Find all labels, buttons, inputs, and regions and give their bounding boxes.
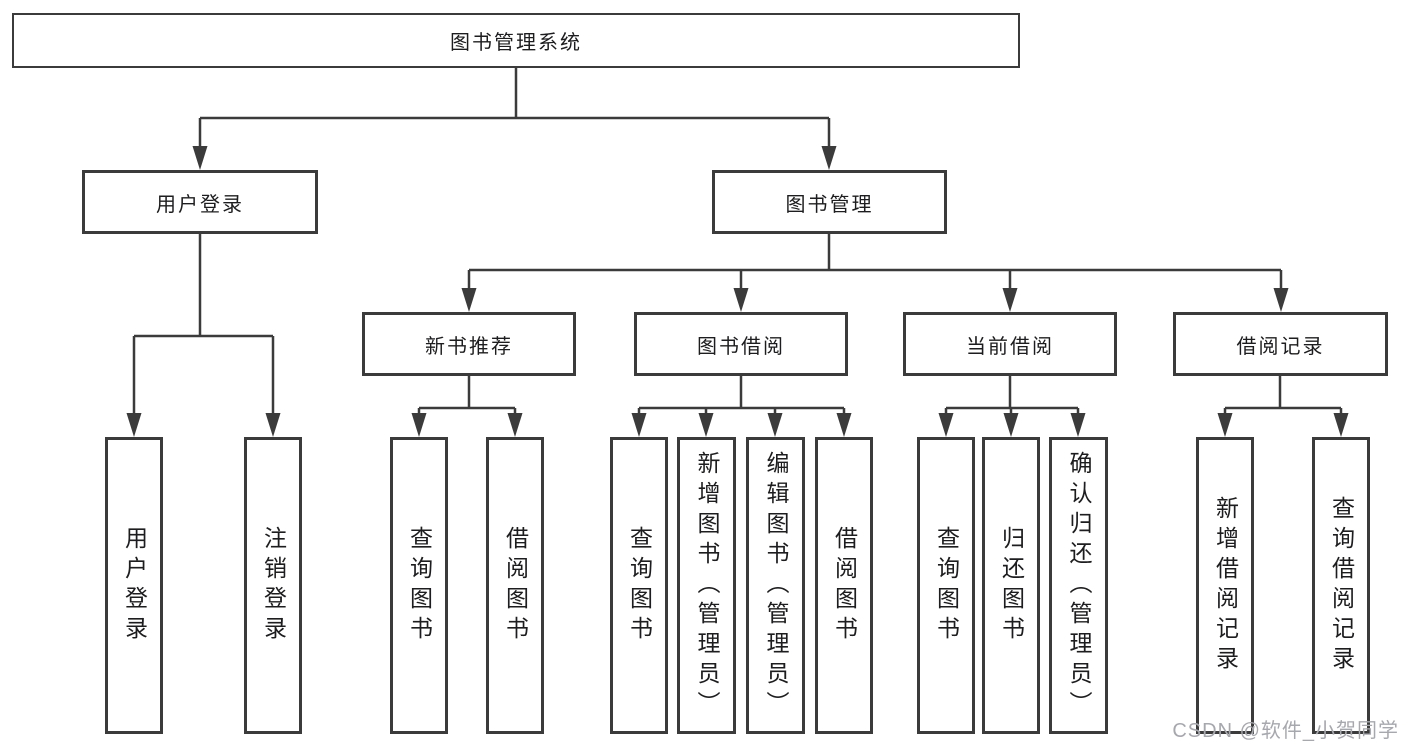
leaf-logout: 注销登录 xyxy=(244,437,302,734)
node-borrow-records: 借阅记录 xyxy=(1173,312,1388,376)
connector-elbows xyxy=(132,68,1343,416)
leaf-confirm-return-admin: 确认归还（管理员） xyxy=(1049,437,1108,734)
leaf-query-books-current: 查询图书 xyxy=(917,437,975,734)
down-arrowhead-icons xyxy=(126,146,1349,437)
node-current-borrow: 当前借阅 xyxy=(903,312,1117,376)
node-book-management: 图书管理 xyxy=(712,170,947,234)
leaf-add-borrow-record: 新增借阅记录 xyxy=(1196,437,1254,734)
leaf-edit-book-admin: 编辑图书（管理员） xyxy=(746,437,805,734)
leaf-return-book: 归还图书 xyxy=(982,437,1040,734)
leaf-add-book-admin: 新增图书（管理员） xyxy=(677,437,736,734)
leaf-query-books-borrow: 查询图书 xyxy=(610,437,668,734)
leaf-query-borrow-record: 查询借阅记录 xyxy=(1312,437,1370,734)
leaf-borrow-books: 借阅图书 xyxy=(815,437,873,734)
leaf-borrow-books-recommend: 借阅图书 xyxy=(486,437,544,734)
node-library-management-system: 图书管理系统 xyxy=(12,13,1020,68)
leaf-user-login: 用户登录 xyxy=(105,437,163,734)
node-new-book-recommend: 新书推荐 xyxy=(362,312,576,376)
node-user-login: 用户登录 xyxy=(82,170,318,234)
leaf-query-books-recommend: 查询图书 xyxy=(390,437,448,734)
node-book-borrow: 图书借阅 xyxy=(634,312,848,376)
csdn-watermark: CSDN @软件_小贺同学 xyxy=(1172,720,1399,742)
